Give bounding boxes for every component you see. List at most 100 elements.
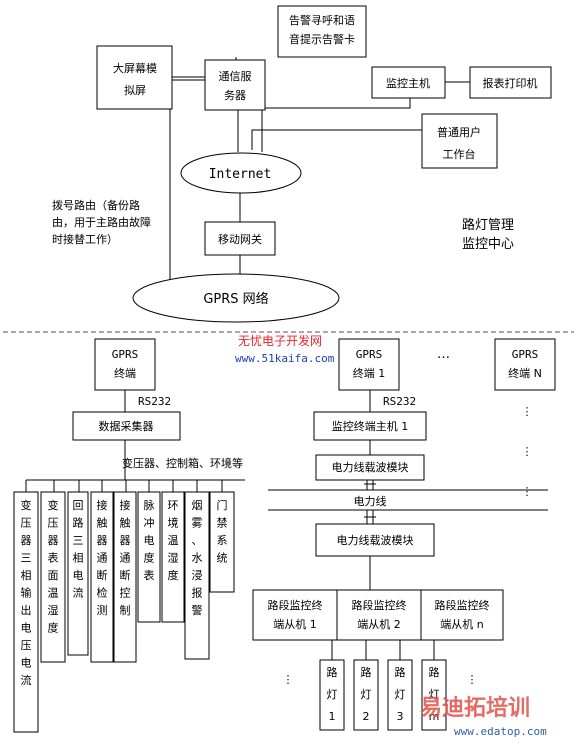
svg-text:面: 面 (48, 569, 59, 582)
svg-text:灯: 灯 (361, 688, 372, 701)
svg-text:断: 断 (120, 568, 131, 582)
svg-text:灯: 灯 (395, 688, 406, 701)
svg-text:灯: 灯 (327, 688, 338, 701)
svg-text:报: 报 (192, 586, 203, 600)
svg-text:湿: 湿 (48, 604, 59, 617)
svg-text:⋮: ⋮ (522, 445, 533, 458)
svg-text:度: 度 (144, 551, 155, 565)
alarm-card-line1: 告警寻呼和语 (289, 13, 355, 27)
gprs-terminal-n-line1: GPRS (512, 348, 539, 361)
watermark-edatop: 易迪拓培训 www.edatop.com (420, 695, 547, 738)
gprs-terminal-n-line2: 终端 N (508, 366, 542, 380)
comm-server-box: 通信服 务器 (204, 59, 266, 111)
data-collector-label: 数据采集器 (99, 419, 154, 433)
svg-text:路: 路 (73, 517, 84, 530)
alarm-card-box: 告警寻呼和语 音提示告警卡 (277, 5, 367, 58)
lamp-column-1: 路灯1 (319, 659, 345, 731)
slave-2-line2: 端从机 2 (357, 617, 401, 631)
svg-text:灯: 灯 (429, 688, 440, 701)
report-printer-box: 报表打印机 (469, 66, 552, 99)
svg-text:三: 三 (21, 552, 32, 565)
svg-text:路: 路 (327, 666, 338, 679)
gprs-terminal-1-box: GPRS 终端 1 (338, 338, 400, 391)
slave-box-n (420, 589, 504, 641)
svg-text:触: 触 (97, 516, 108, 530)
watermark-site-url: www.51kaifa.com (235, 352, 335, 365)
svg-text:境: 境 (168, 516, 179, 530)
svg-text:路: 路 (395, 666, 406, 679)
slave-n-line2: 端从机 n (440, 617, 483, 631)
slave-1-line1: 路段监控终 (268, 598, 323, 612)
svg-text:系: 系 (217, 534, 228, 547)
sensor-columns: 变压器三相输出电压电流变压器表面温湿度回路三相电流接触器通断检测接触器通断控制脉… (13, 491, 235, 733)
svg-text:三: 三 (73, 534, 84, 547)
gprs-network-label: GPRS 网络 (203, 291, 268, 307)
svg-text:电: 电 (21, 622, 32, 635)
svg-text:制: 制 (120, 604, 131, 617)
watermark-brand-url: www.edatop.com (454, 725, 547, 738)
watermark-brand: 易迪拓培训 (420, 695, 530, 721)
svg-text:压: 压 (21, 517, 32, 530)
user-workstation-line2: 工作台 (443, 147, 476, 161)
svg-text:变: 变 (48, 498, 59, 512)
svg-text:温: 温 (48, 587, 59, 600)
svg-text:测: 测 (97, 604, 108, 617)
lamp-column-3: 路灯3 (387, 659, 413, 731)
svg-text:⋮: ⋮ (522, 405, 533, 418)
left-gprs-terminal-box: GPRS 终端 (94, 338, 156, 391)
slave-row: 路段监控终 端从机 1 路段监控终 端从机 2 路段监控终 端从机 n (252, 589, 504, 641)
svg-text:脉: 脉 (144, 498, 155, 512)
svg-text:流: 流 (73, 586, 84, 600)
terminal-ellipsis: … (437, 347, 450, 362)
internet-label: Internet (209, 167, 272, 182)
user-workstation-line1: 普通用户 (437, 125, 481, 139)
svg-text:通: 通 (120, 552, 131, 565)
center-label: 路灯管理 监控中心 (462, 217, 514, 252)
left-connectors (25, 390, 245, 492)
svg-text:变: 变 (21, 498, 32, 512)
svg-text:压: 压 (48, 517, 59, 530)
svg-text:m: m (429, 710, 440, 723)
big-screen-line1: 大屏幕模 (113, 61, 157, 75)
svg-text:接: 接 (120, 499, 131, 512)
comm-server-line2: 务器 (224, 89, 246, 102)
svg-text:回: 回 (73, 499, 84, 512)
svg-text:统: 统 (217, 552, 228, 565)
plc-module-bottom-box: 电力线载波模块 (315, 523, 435, 557)
svg-text:路: 路 (361, 666, 372, 679)
sources-label: 变压器、控制箱、环境等 (122, 456, 243, 470)
svg-text:通: 通 (97, 552, 108, 565)
svg-text:路: 路 (429, 666, 440, 679)
svg-text:相: 相 (73, 552, 84, 565)
plc-module-top-box: 电力线载波模块 (315, 454, 425, 481)
svg-text:电: 电 (73, 569, 84, 582)
center-label-line2: 监控中心 (462, 237, 514, 252)
svg-text:2: 2 (363, 710, 370, 723)
svg-text:电: 电 (144, 534, 155, 547)
svg-text:触: 触 (120, 516, 131, 530)
svg-text:⋮: ⋮ (467, 673, 478, 686)
svg-text:门: 门 (217, 498, 228, 512)
plc-module-top-label: 电力线载波模块 (332, 460, 409, 474)
slave-box-1 (252, 589, 338, 641)
svg-text:浸: 浸 (192, 569, 203, 582)
svg-text:⋮: ⋮ (522, 485, 533, 498)
user-workstation-box: 普通用户 工作台 (421, 113, 498, 169)
svg-text:冲: 冲 (144, 516, 155, 530)
gprs-terminal-1-line1: GPRS (356, 348, 383, 361)
svg-text:度: 度 (48, 621, 59, 635)
lamp-column-2: 路灯 2 (353, 659, 379, 731)
lamp-column-4: 路灯m (421, 659, 447, 731)
slave-box-2 (336, 589, 422, 641)
watermark-51kaifa: 无忧电子开发网 www.51kaifa.com (235, 333, 335, 365)
vertical-dots-bottom: ⋮ ⋮ (283, 673, 478, 686)
slave-2-line1: 路段监控终 (352, 598, 407, 612)
plc-coupling-top (364, 480, 376, 490)
dial-route-note: 拨号路由（备份路 由，用于主路由故障 时接替工作） (52, 198, 151, 246)
